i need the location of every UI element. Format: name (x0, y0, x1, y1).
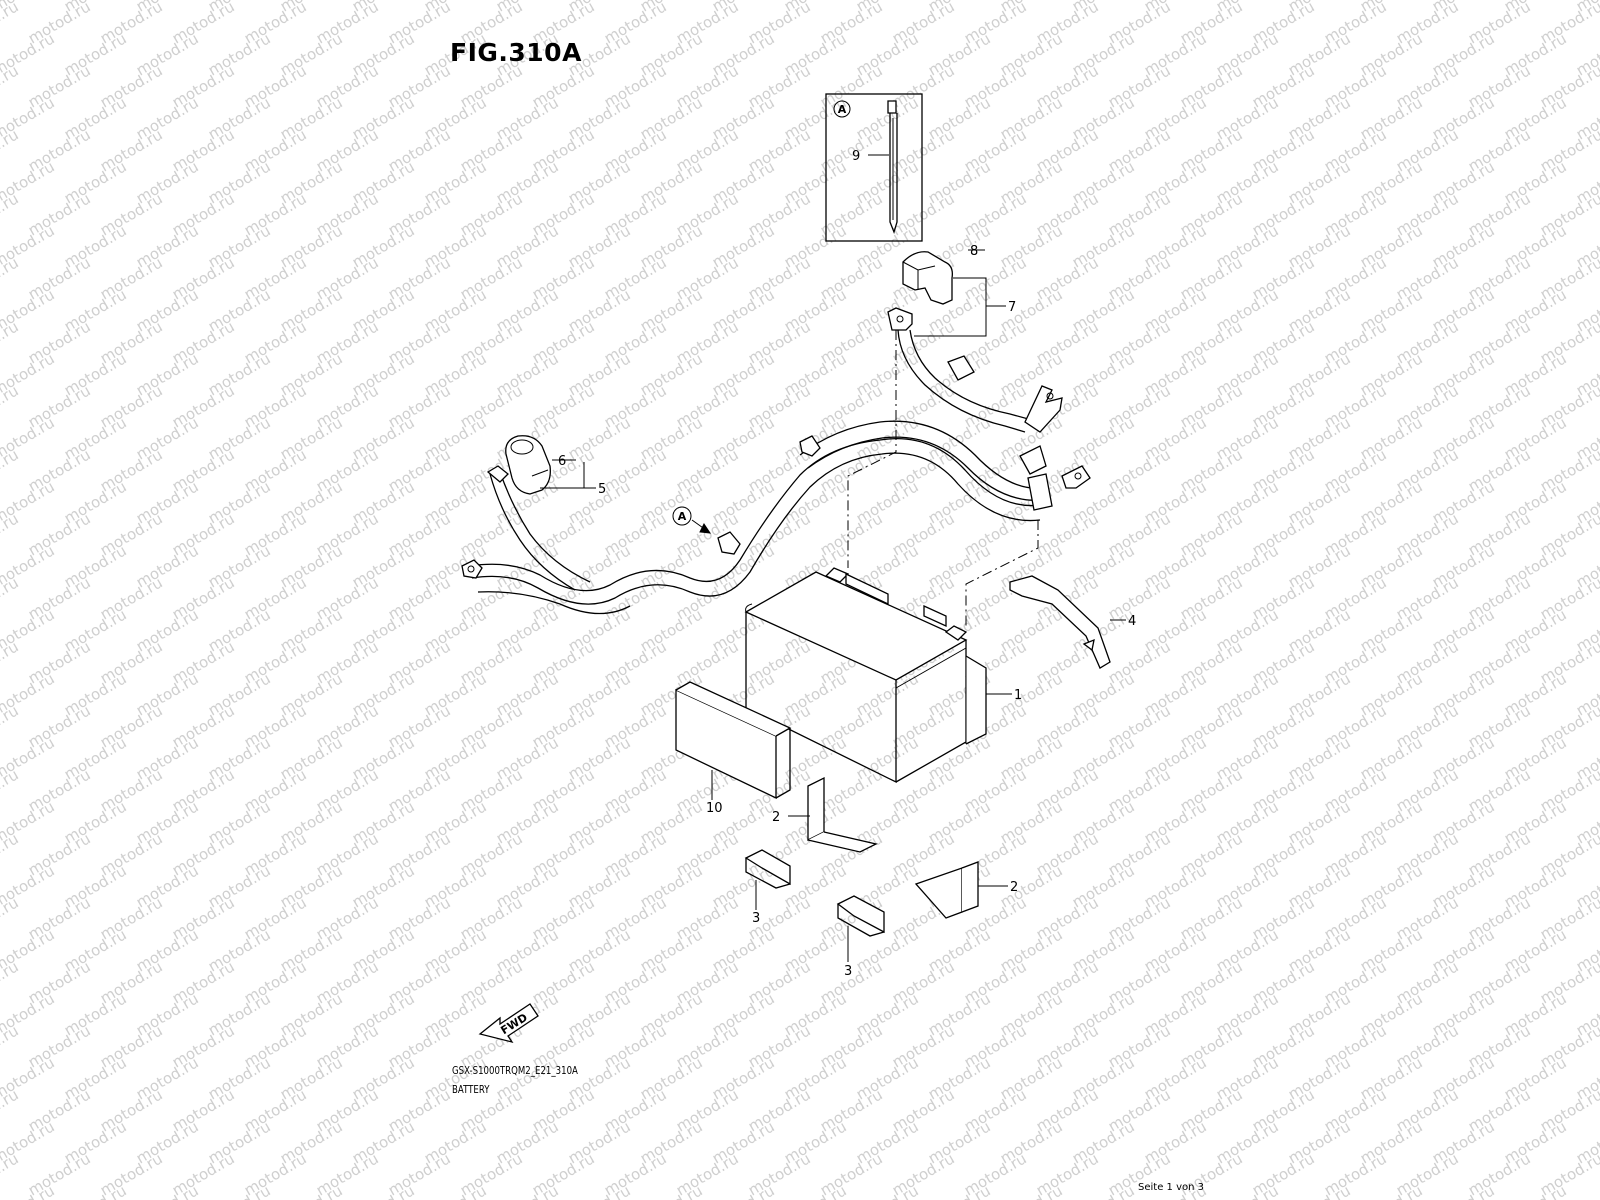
positive-cable-part-7 (887, 307, 1063, 433)
cushion-part-3a (744, 849, 791, 889)
callout-2a: 2 (772, 810, 780, 825)
diagram-code: GSX-S1000TRQM2_E21_310A (452, 1064, 578, 1077)
callout-4: 4 (1128, 614, 1136, 629)
detail-a-pointer: A (672, 506, 712, 534)
detail-marker-label: A (838, 103, 847, 116)
wiring-harness (461, 420, 1091, 615)
callout-2b: 2 (1010, 880, 1018, 895)
terminal-cover-part-8 (902, 251, 953, 305)
callout-3b: 3 (844, 964, 852, 979)
callout-7: 7 (1008, 300, 1016, 315)
forward-direction-arrow: FWD (478, 1003, 539, 1044)
callout-1: 1 (1014, 688, 1022, 703)
battery-band-part-4 (1009, 575, 1111, 669)
callout-6: 6 (558, 454, 566, 469)
callout-8: 8 (970, 244, 978, 259)
callout-10: 10 (706, 801, 723, 816)
terminal-cover-part-6 (505, 435, 551, 495)
diagram-name: BATTERY (452, 1083, 490, 1096)
leader-positive (847, 330, 897, 568)
plate-part-10 (675, 681, 792, 800)
cushion-part-3b (836, 895, 885, 937)
callout-9: 9 (852, 149, 860, 164)
leader-negative (965, 520, 1039, 628)
detail-box-a: A (825, 93, 923, 242)
battery-part-1 (744, 567, 987, 784)
cable-tie-part-9 (887, 100, 898, 234)
cushion-part-2a (807, 776, 878, 853)
callout-5: 5 (598, 482, 606, 497)
page-indicator: Seite 1 von 3 (1138, 1182, 1204, 1193)
detail-pointer-label: A (678, 510, 687, 523)
cushion-part-2b (914, 861, 979, 919)
callout-labels: 1 2 2 3 3 4 5 6 7 8 9 10 (558, 149, 1136, 979)
callout-3a: 3 (752, 911, 760, 926)
